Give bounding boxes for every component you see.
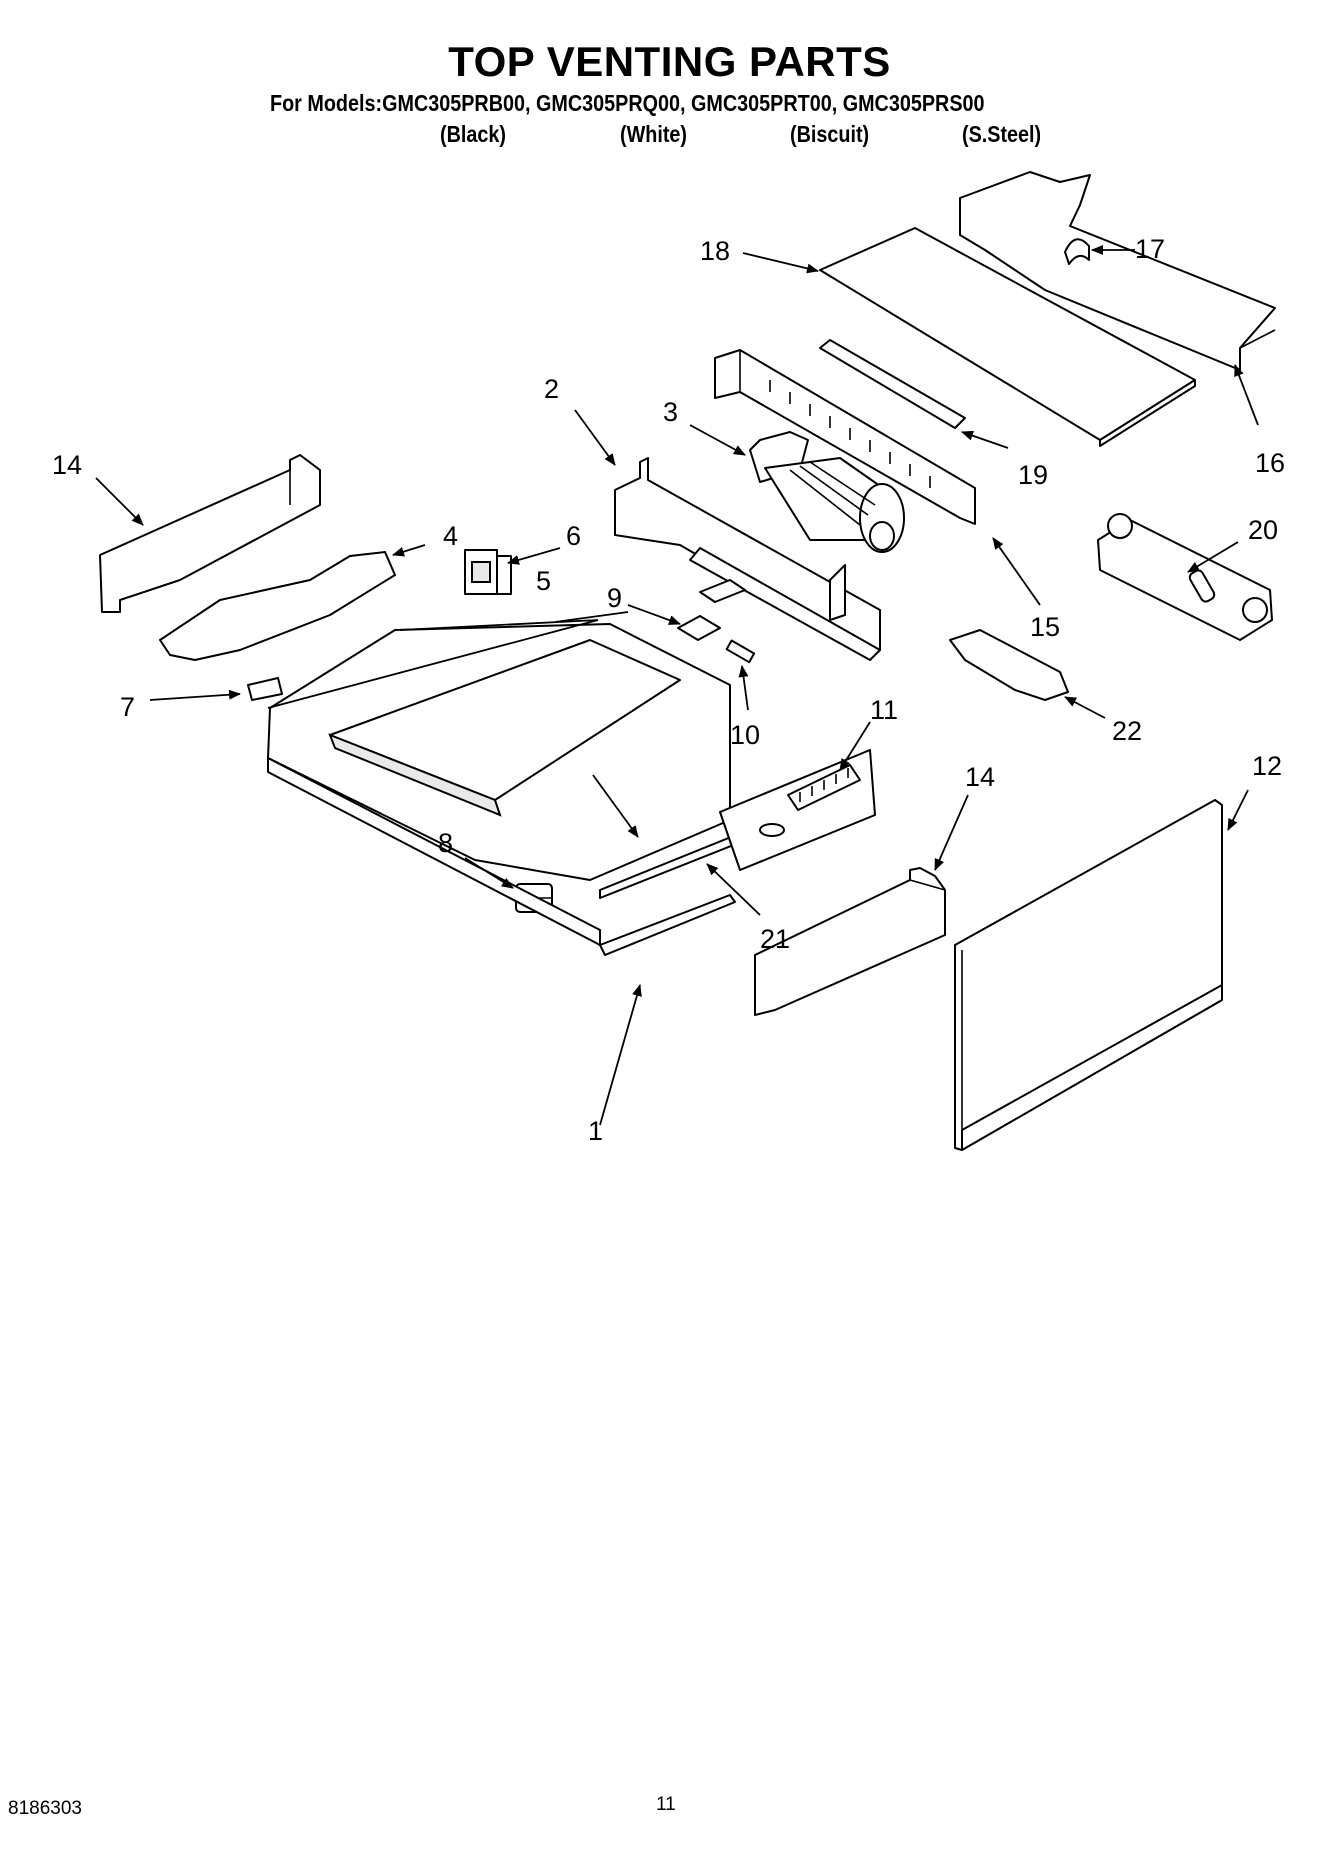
part-2-duct: [614, 457, 881, 661]
callout-22: 22: [1112, 716, 1142, 746]
color-label-black: (Black): [440, 121, 506, 147]
color-label-ssteel: (S.Steel): [962, 121, 1042, 147]
callout-16: 16: [1255, 448, 1285, 478]
callout-14-right: 14: [965, 762, 995, 792]
part-19-gasket-strip: [819, 339, 966, 429]
callout-11: 11: [870, 695, 898, 725]
callout-10: 10: [730, 720, 760, 750]
callout-15: 15: [1030, 612, 1060, 642]
part-4-plate: [159, 551, 396, 661]
callout-21: 21: [760, 924, 790, 954]
callout-5: 5: [536, 566, 551, 596]
callout-8: 8: [438, 828, 453, 858]
part-16-top-panel: [959, 171, 1276, 371]
callout-14-left: 14: [52, 450, 82, 480]
part-21-cabinet-top: [267, 623, 876, 899]
part-11-terminal-strip: [787, 764, 861, 811]
doc-number: 8186303: [8, 1798, 82, 1819]
leader-lines: [95, 245, 1259, 1126]
color-label-biscuit: (Biscuit): [790, 121, 870, 147]
callout-4: 4: [443, 521, 458, 551]
callout-12: 12: [1252, 751, 1282, 781]
part-20-harness: [1097, 513, 1273, 641]
part-22-bracket: [949, 629, 1069, 701]
callout-7: 7: [120, 692, 135, 722]
part-7-clip: [247, 677, 283, 701]
model-list: For Models:GMC305PRB00, GMC305PRQ00, GMC…: [270, 90, 985, 116]
page-title: TOP VENTING PARTS: [448, 38, 891, 85]
callout-6: 6: [566, 521, 581, 551]
callout-17: 17: [1135, 234, 1165, 264]
color-label-white: (White): [620, 121, 688, 147]
part-18-panel: [819, 227, 1196, 447]
part-15-bracket: [714, 349, 976, 525]
part-14-left-bracket: [99, 454, 321, 613]
part-17-clip: [1064, 238, 1090, 265]
callout-2: 2: [544, 374, 559, 404]
callout-19: 19: [1018, 460, 1048, 490]
part-9-terminal-block: [677, 615, 721, 641]
part-3-blower-motor: [749, 431, 905, 553]
part-12-side-panel: [954, 799, 1223, 1151]
callout-18: 18: [700, 236, 730, 266]
part-6-switch: [464, 549, 512, 595]
part-14-right-panel: [754, 867, 946, 1016]
callout-1: 1: [588, 1116, 603, 1146]
callout-9: 9: [607, 583, 622, 613]
callout-20: 20: [1248, 515, 1278, 545]
page-number: 11: [656, 1794, 676, 1815]
part-10-fuse: [725, 639, 756, 664]
callout-3: 3: [663, 397, 678, 427]
